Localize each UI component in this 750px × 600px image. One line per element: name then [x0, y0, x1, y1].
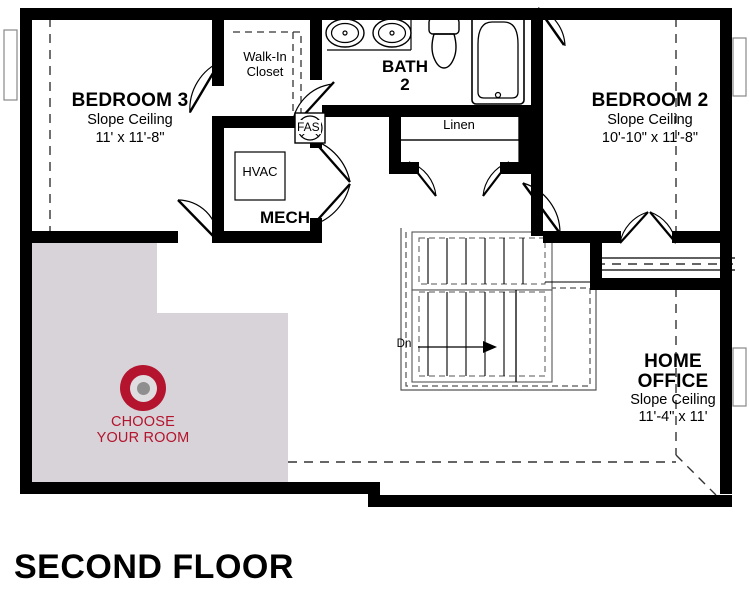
stair-upper-dashed [418, 237, 546, 285]
wall-bedroom2-left [531, 8, 543, 236]
bullseye-center-dot [136, 381, 150, 395]
wall-home-office-left-upper [590, 243, 602, 290]
wall-exterior-right [720, 8, 732, 494]
wall-bedroom2-bottom-right [672, 231, 732, 243]
room-label-home-office: HOME OFFICE Slope Ceiling 11'-4" x 11' [608, 352, 738, 426]
closet-shelf-path [233, 31, 302, 117]
room-label-bedroom-3: BEDROOM 3 Slope Ceiling 11' x 11'-8" [30, 90, 230, 147]
sink-basin-right-inner [377, 22, 407, 44]
room-label-bath-2: BATH 2 [360, 57, 450, 95]
bath-2-name-line-2: 2 [400, 75, 410, 95]
toilet-tank [428, 17, 460, 35]
bathtub-drain [494, 91, 502, 99]
choose-your-room-line-1: CHOOSE [110, 414, 176, 430]
bathtub-basin [477, 21, 519, 99]
wall-linen-bottom-right [500, 162, 531, 174]
bath-fixtures [325, 15, 525, 105]
home-office-ceiling: Slope Ceiling [630, 391, 716, 408]
home-office-name-line-1: HOME [644, 351, 702, 372]
choose-your-room-marker[interactable]: CHOOSE YOUR ROOM [93, 365, 193, 446]
label-stairs-down: Dn [396, 338, 412, 350]
bedroom-2-name: BEDROOM 2 [591, 90, 709, 111]
walkin-closet-shelf-dashed [233, 31, 302, 117]
door-arc-bedroom2-hall [522, 182, 561, 234]
hvac-unit-box [234, 151, 286, 201]
wall-exterior-bottom-left [20, 482, 380, 494]
wall-closet-bath-partition [310, 8, 322, 80]
label-hvac: HVAC [242, 164, 278, 179]
stair-direction-arrow [483, 341, 497, 353]
slope-ceiling-dashed-lines [49, 18, 740, 496]
door-panel-bedroom3 [177, 199, 218, 241]
choose-your-room-line-2: YOUR ROOM [96, 430, 190, 447]
bedroom-3-ceiling: Slope Ceiling [87, 112, 173, 129]
walls [20, 8, 732, 507]
bathtub-outline [471, 15, 525, 105]
stair-lower-outer [411, 289, 553, 383]
wall-bath-bottom-left [322, 105, 398, 117]
plan-title: SECOND FLOOR [14, 548, 294, 586]
stair-treads-lower [427, 292, 505, 376]
wall-linen-bottom-left [389, 162, 419, 174]
wall-bedroom3-right-upper [212, 8, 224, 86]
sink-basin-left-inner [330, 22, 360, 44]
fas-symbol: FAS [294, 112, 326, 144]
window-home-office-right [732, 347, 747, 407]
bedroom-3-dimensions: 11' x 11'-8" [95, 129, 165, 146]
wall-bedroom3-bottom-right [216, 231, 224, 243]
wall-linen-right [519, 105, 531, 174]
wall-bedroom2-bottom-left [543, 231, 621, 243]
sink-drain-right [389, 30, 395, 36]
walk-in-closet-line-1: Walk-In [243, 49, 287, 64]
window-bedroom2-right [732, 37, 747, 97]
home-office-dimensions: 11'-4" x 11' [638, 408, 708, 425]
staircase [400, 228, 597, 391]
wall-bath-linen-top [399, 105, 533, 117]
wall-exterior-bottom-right [368, 495, 732, 507]
bedroom-2-dimensions: 10'-10" x 11'-8" [601, 129, 699, 146]
choose-your-room-text: CHOOSE YOUR ROOM [93, 414, 193, 446]
fas-label: FAS [296, 120, 321, 134]
label-linen: Linen [443, 117, 475, 132]
room-label-bedroom-2: BEDROOM 2 Slope Ceiling 10'-10" x 11'-8" [540, 90, 750, 147]
stairwell-boundary [405, 232, 591, 387]
bath-2-name-line-1: BATH [382, 57, 428, 76]
window-bedroom3-left [3, 29, 18, 101]
stairwell-outer-boundary [400, 228, 597, 391]
slope-line-corner-diagonal [675, 454, 717, 496]
bullseye-icon[interactable] [120, 365, 166, 411]
wall-linen-left [389, 105, 401, 174]
home-office-name-line-2: OFFICE [637, 370, 709, 392]
label-walk-in-closet: Walk-In Closet [215, 49, 315, 80]
wall-exterior-left [20, 8, 32, 494]
door-panel-bd2-closet-right [649, 211, 677, 244]
windows [3, 29, 747, 407]
room-label-mech: MECH [259, 208, 311, 227]
wall-bedroom3-right-lower [212, 128, 224, 243]
wall-mech-bottom [224, 231, 322, 243]
wall-bedroom3-bottom-left [20, 231, 178, 243]
bedroom-3-name: BEDROOM 3 [71, 90, 189, 111]
door-panel-bd2-closet-left [619, 211, 649, 244]
walk-in-closet-line-2: Closet [246, 63, 284, 79]
stair-treads-upper [427, 238, 524, 284]
toilet-bowl [431, 33, 457, 69]
sink-drain-left [342, 30, 348, 36]
wall-exterior-bottom-step [368, 482, 380, 507]
wall-home-office-top [590, 278, 732, 290]
bullseye-inner-ring [129, 374, 157, 402]
stair-lower-dashed [418, 291, 546, 377]
bedroom-2-ceiling: Slope Ceiling [607, 112, 693, 129]
wall-exterior-top [20, 8, 732, 20]
